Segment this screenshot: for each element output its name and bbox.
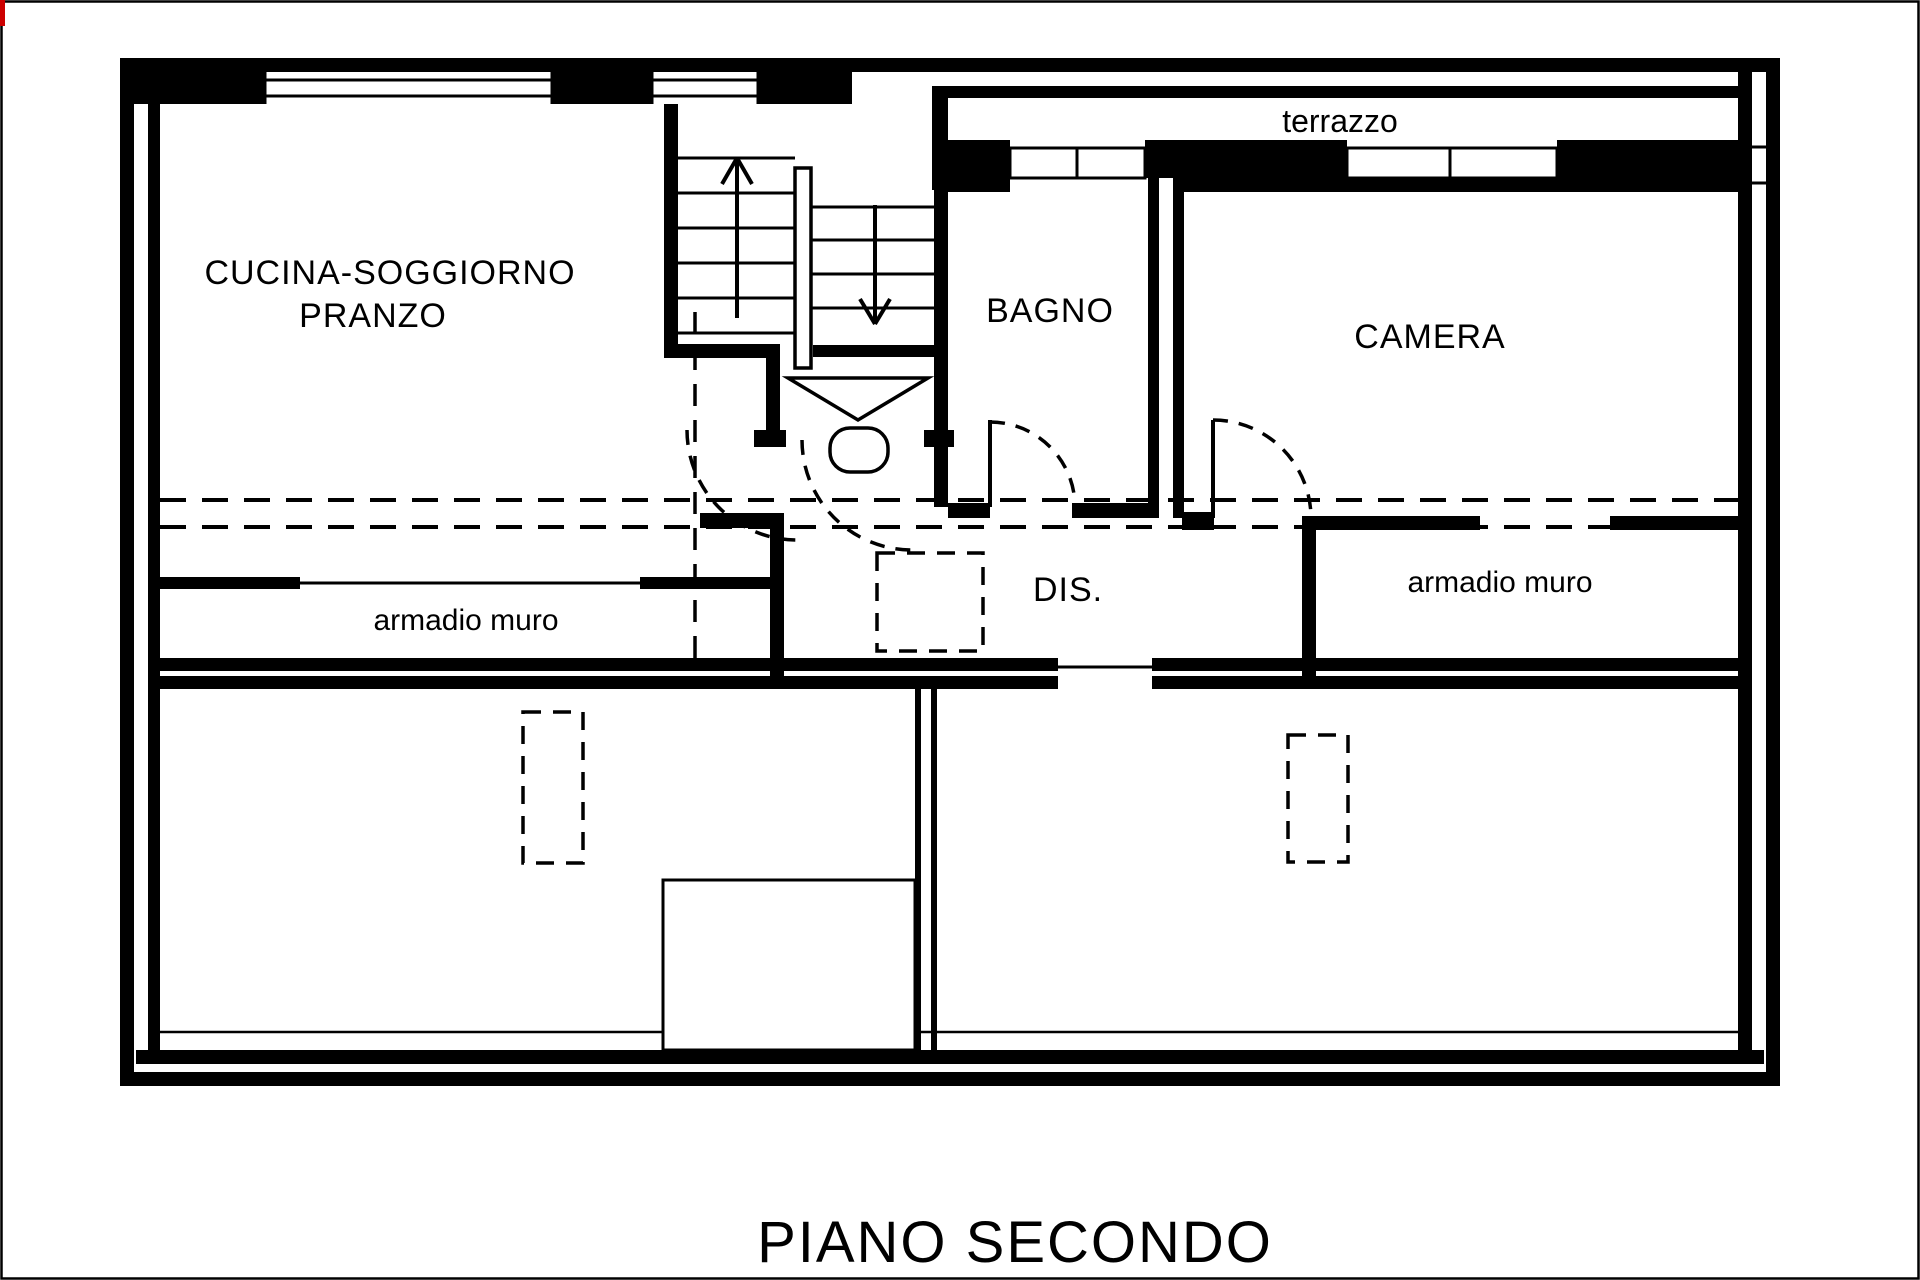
edge-red-mark bbox=[0, 0, 5, 26]
closet-right-label: armadio muro bbox=[1407, 566, 1592, 599]
door-swing-arc bbox=[1212, 418, 1313, 519]
stair-divider bbox=[793, 166, 813, 370]
door-leaf bbox=[988, 420, 992, 507]
door-leaf bbox=[1211, 420, 1215, 518]
bathroom-label: BAGNO bbox=[986, 292, 1114, 330]
terrace-label: terrazzo bbox=[1282, 103, 1398, 139]
stair-down-arrow-icon bbox=[858, 205, 892, 326]
window-icon bbox=[650, 72, 760, 104]
kitchen-living-label-line2: PRANZO bbox=[299, 297, 447, 335]
height-guide-lines bbox=[160, 312, 1738, 658]
stairwell bbox=[664, 88, 954, 507]
lower-recess-rect bbox=[661, 878, 917, 1052]
window-icon bbox=[1345, 146, 1559, 180]
top-wall-windows bbox=[120, 58, 852, 104]
middle-band-walls bbox=[148, 658, 1738, 689]
kitchen-living-label-line1: CUCINA-SOGGIORNO bbox=[204, 254, 575, 292]
roof-hatch-square bbox=[875, 551, 985, 653]
window-icon bbox=[1008, 146, 1147, 180]
page-title: PIANO SECONDO bbox=[757, 1210, 1273, 1275]
stair-up-arrow-icon bbox=[720, 157, 754, 318]
window-icon bbox=[263, 72, 554, 104]
lower-rooms bbox=[160, 676, 1738, 1052]
door-swing-arc bbox=[685, 429, 798, 542]
window-icon bbox=[1740, 145, 1778, 185]
left-closet-walls bbox=[160, 577, 770, 589]
outer-walls bbox=[120, 58, 1780, 1086]
roof-window-right bbox=[1286, 733, 1350, 864]
oval-fixture-icon bbox=[828, 426, 890, 474]
closet-left-label: armadio muro bbox=[373, 604, 558, 637]
roof-window-left bbox=[521, 710, 585, 865]
bathroom-bedroom-walls bbox=[948, 140, 1738, 530]
stair-direction-triangle-icon bbox=[781, 376, 935, 423]
stair-treads-down bbox=[811, 205, 934, 357]
door-swing-arc bbox=[989, 420, 1077, 508]
landing-door-swings bbox=[685, 429, 913, 552]
bedroom-label: CAMERA bbox=[1354, 318, 1505, 356]
hallway-label: DIS. bbox=[1033, 571, 1103, 609]
door-swing-arc bbox=[800, 439, 913, 552]
